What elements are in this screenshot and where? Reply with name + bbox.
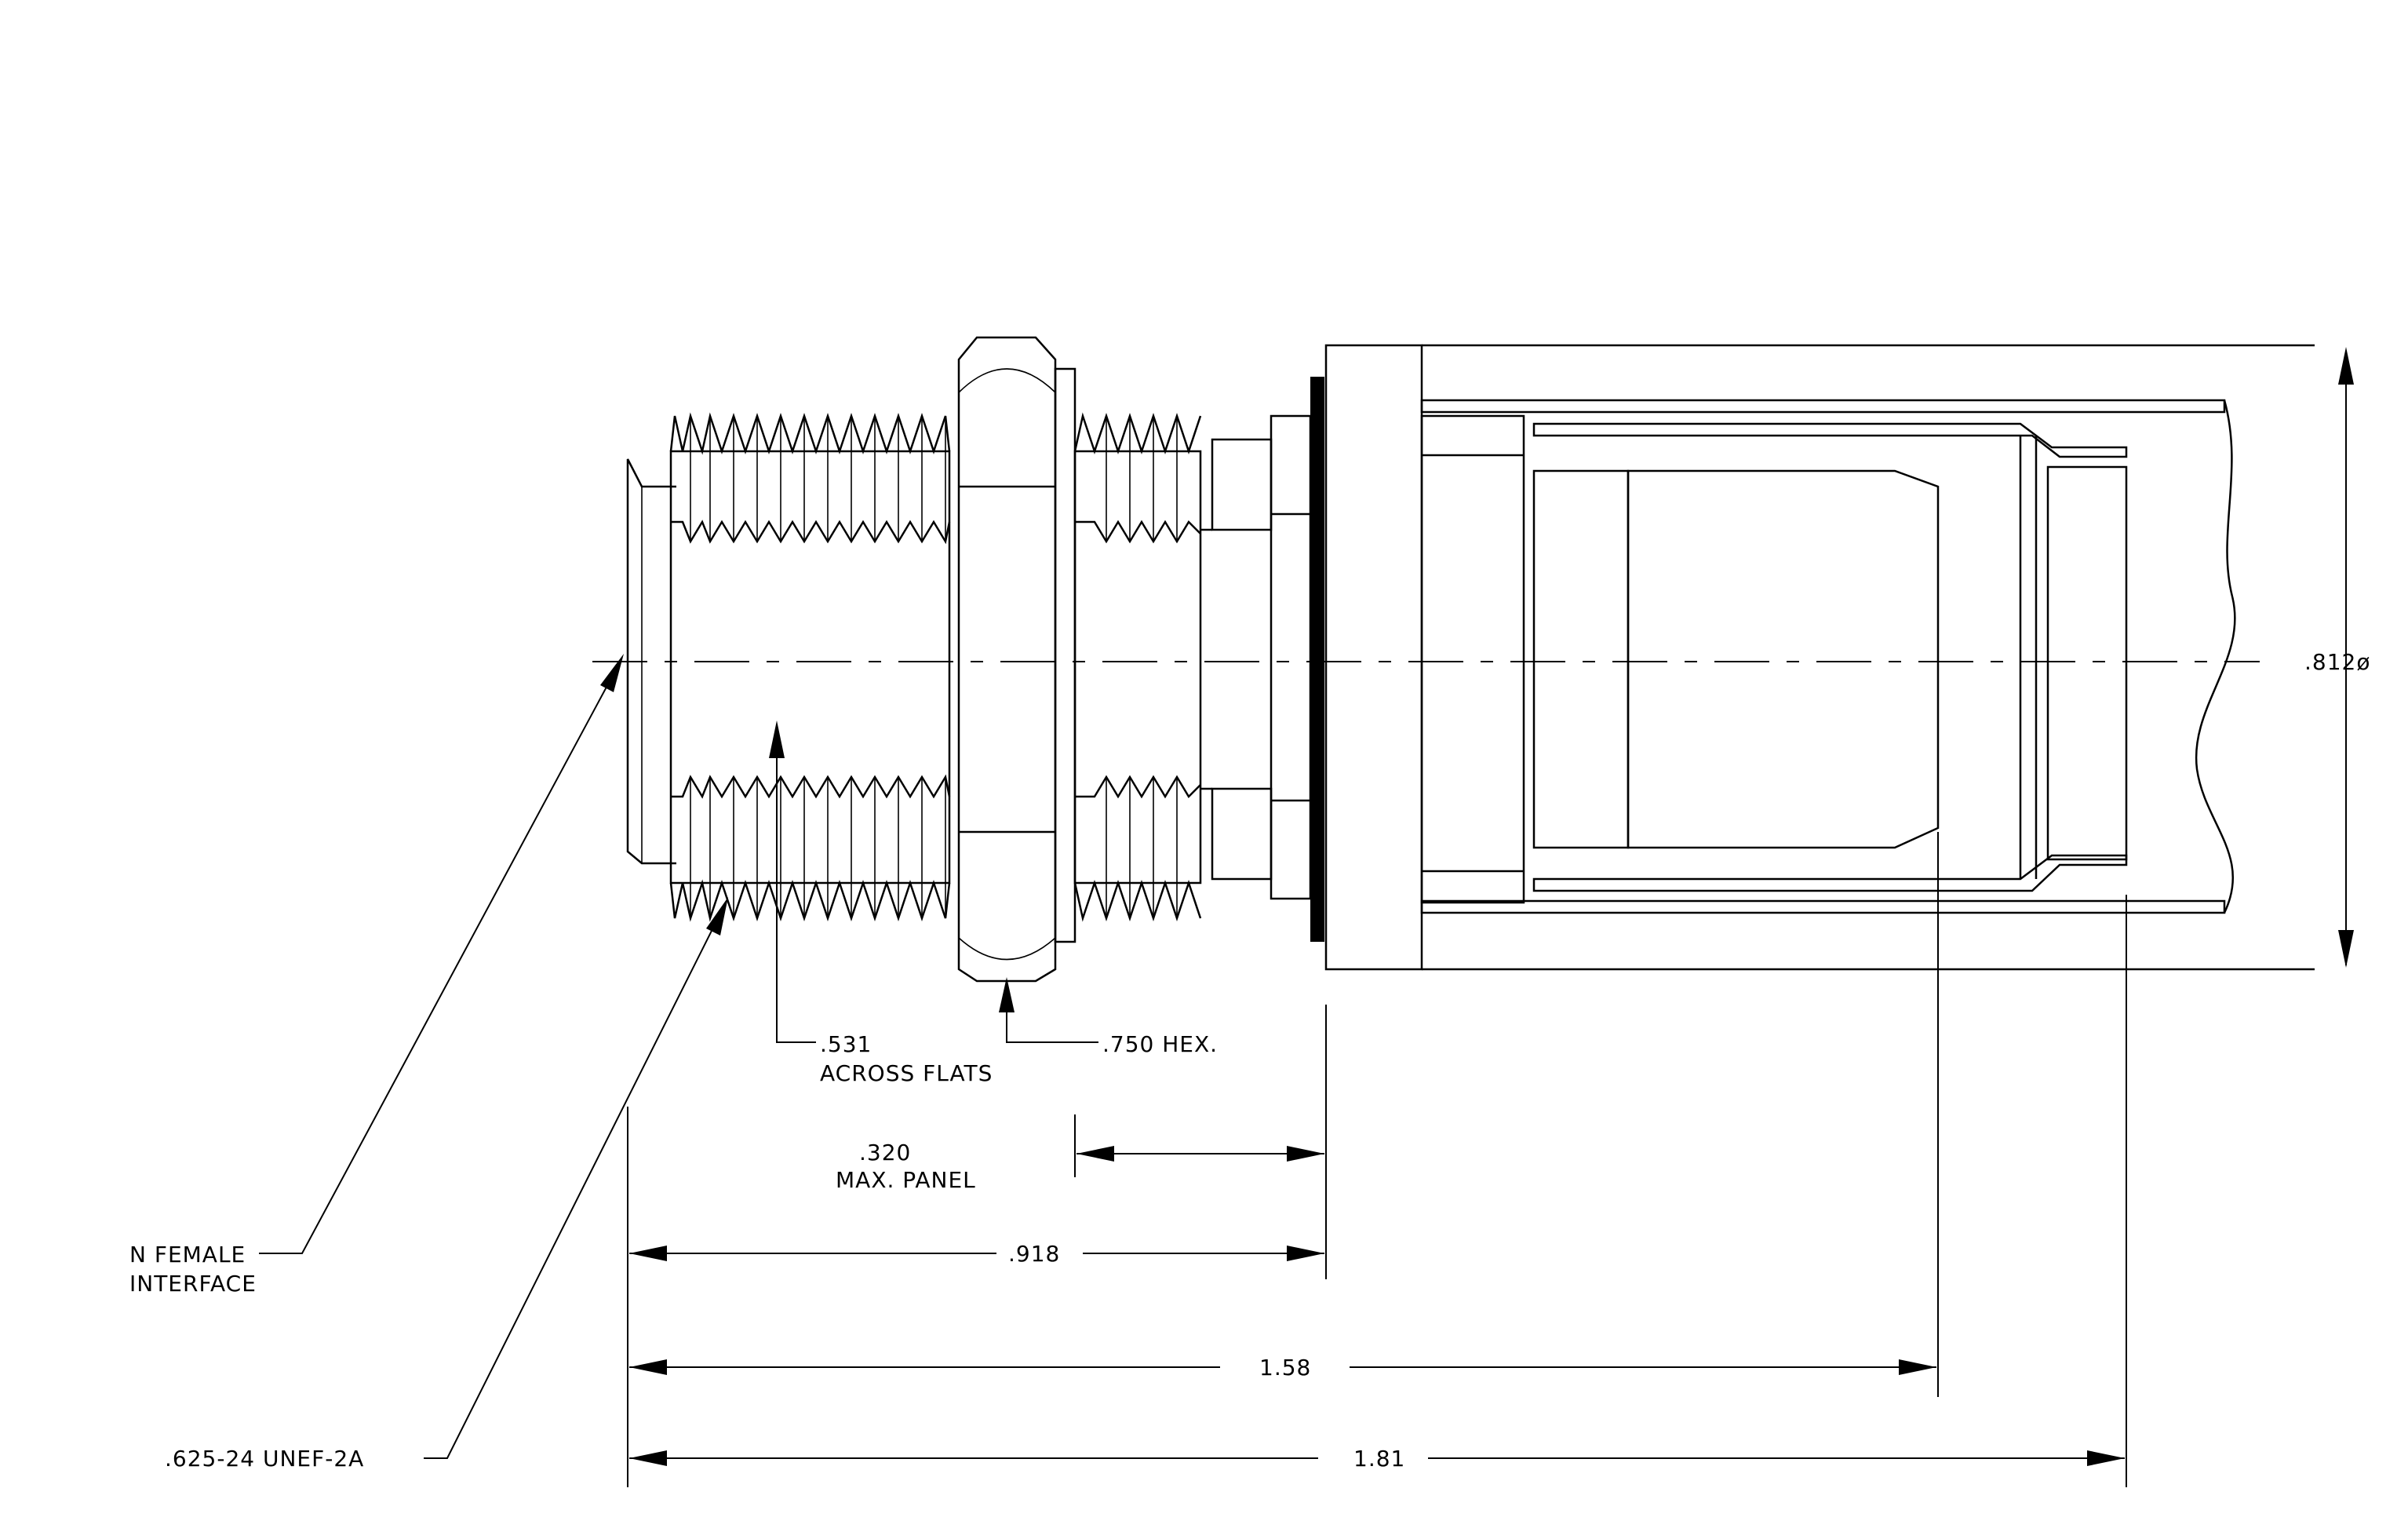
hex-nut [957,336,1057,983]
rear-body [1420,414,1525,904]
collar [1270,414,1312,900]
dimensions [259,347,2354,1487]
neck-lower [1211,787,1273,881]
thread-teeth-bottom-left [669,879,951,922]
across-flats-value: .531 [820,1031,872,1057]
n-female-label-line2: INTERFACE [129,1271,257,1297]
interface-nose [626,458,676,865]
ferrule-bottom [1532,854,2128,892]
dim-158-label: 1.58 [1259,1355,1311,1381]
n-female-label-line1: N FEMALE [129,1242,246,1268]
thread-body-left [669,450,951,885]
outer-sleeve-top [1420,399,2226,414]
braid-knurl [1627,469,1940,849]
ferrule-top [1532,422,2128,458]
thread-teeth-top-left-inner [671,520,951,545]
outer-sleeve-bottom [1420,899,2226,914]
thread-label: .625-24 UNEF-2A [165,1446,364,1472]
across-flats-text: ACROSS FLATS [820,1060,993,1086]
thread-body-right [1073,450,1202,885]
dim-812-label: .812ø [2304,649,2370,675]
gasket [1310,377,1324,942]
connector-body [626,336,2315,983]
thread-teeth-bottom-left-inner [671,774,951,799]
dim-918-label: .918 [1008,1241,1060,1267]
thread-teeth-top-left [669,412,951,455]
neck-upper [1211,438,1273,531]
panel-value: .320 [859,1140,911,1165]
labels: N FEMALE INTERFACE .625-24 UNEF-2A .531 … [129,649,2370,1472]
panel-text: MAX. PANEL [836,1167,976,1193]
lock-washer [1054,367,1076,943]
cable-break [2195,399,2236,914]
hex-label: .750 HEX. [1102,1031,1218,1057]
flange [1324,344,1423,971]
dim-181-label: 1.81 [1353,1446,1405,1472]
